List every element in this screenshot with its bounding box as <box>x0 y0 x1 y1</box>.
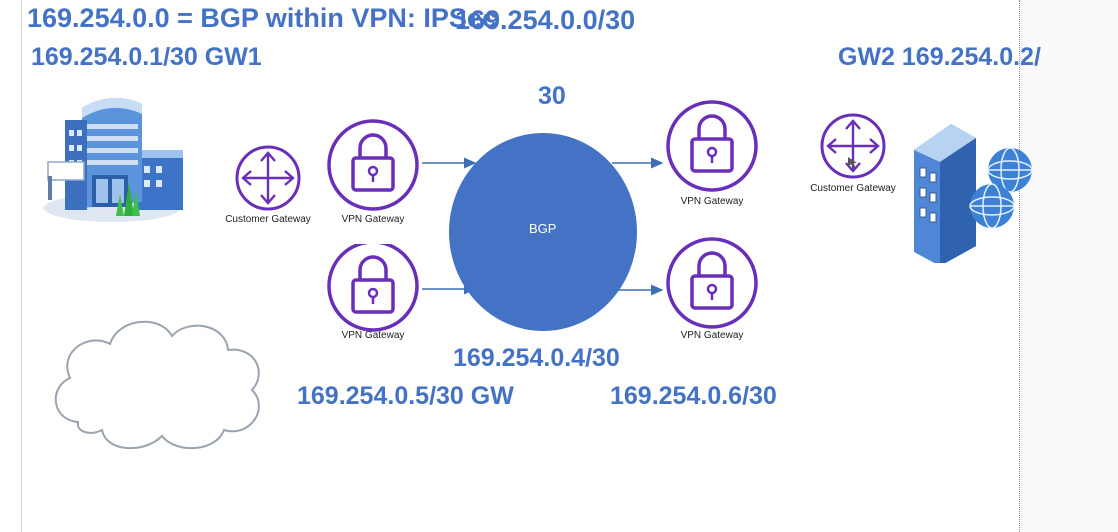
padlock-icon <box>664 100 762 194</box>
padlock-icon <box>324 118 422 212</box>
padlock-icon <box>664 236 762 330</box>
bottom-subnet-label: 169.254.0.4/30 <box>453 344 620 372</box>
gw-bottom-left-label: 169.254.0.5/30 GW <box>297 382 514 410</box>
top-title: 169.254.0.0 = BGP within VPN: IPSec <box>27 3 497 33</box>
vpn-gateway-bottom-left-label: VPN Gateway <box>341 330 405 341</box>
cloud-icon <box>48 312 270 456</box>
left-margin-line <box>21 0 22 532</box>
server-globe-icon <box>896 118 1041 263</box>
gw1-label: 169.254.0.1/30 GW1 <box>31 43 262 71</box>
router-icon <box>819 112 887 180</box>
office-building-icon <box>40 90 190 230</box>
gw2-label: GW2 169.254.0.2/ <box>838 43 1041 71</box>
customer-gateway-left-label: Customer Gateway <box>225 214 311 225</box>
padlock-icon <box>324 244 422 338</box>
customer-gateway-right-label: Customer Gateway <box>810 183 896 194</box>
top-subnet-label: 169.254.0.0/30 <box>455 5 636 35</box>
gw-bottom-right-label: 169.254.0.6/30 <box>610 382 777 410</box>
vpn-gateway-top-left-label: VPN Gateway <box>341 214 405 225</box>
router-icon <box>234 144 302 212</box>
bgp-label: BGP <box>529 221 557 236</box>
vpn-gateway-bottom-right-label: VPN Gateway <box>680 330 744 341</box>
vpn-gateway-top-right-label: VPN Gateway <box>680 196 744 207</box>
right-margin-area <box>1020 0 1118 532</box>
thirty-label: 30 <box>538 82 566 110</box>
right-dotted-line <box>1019 0 1020 532</box>
bgp-ellipse <box>449 133 637 331</box>
